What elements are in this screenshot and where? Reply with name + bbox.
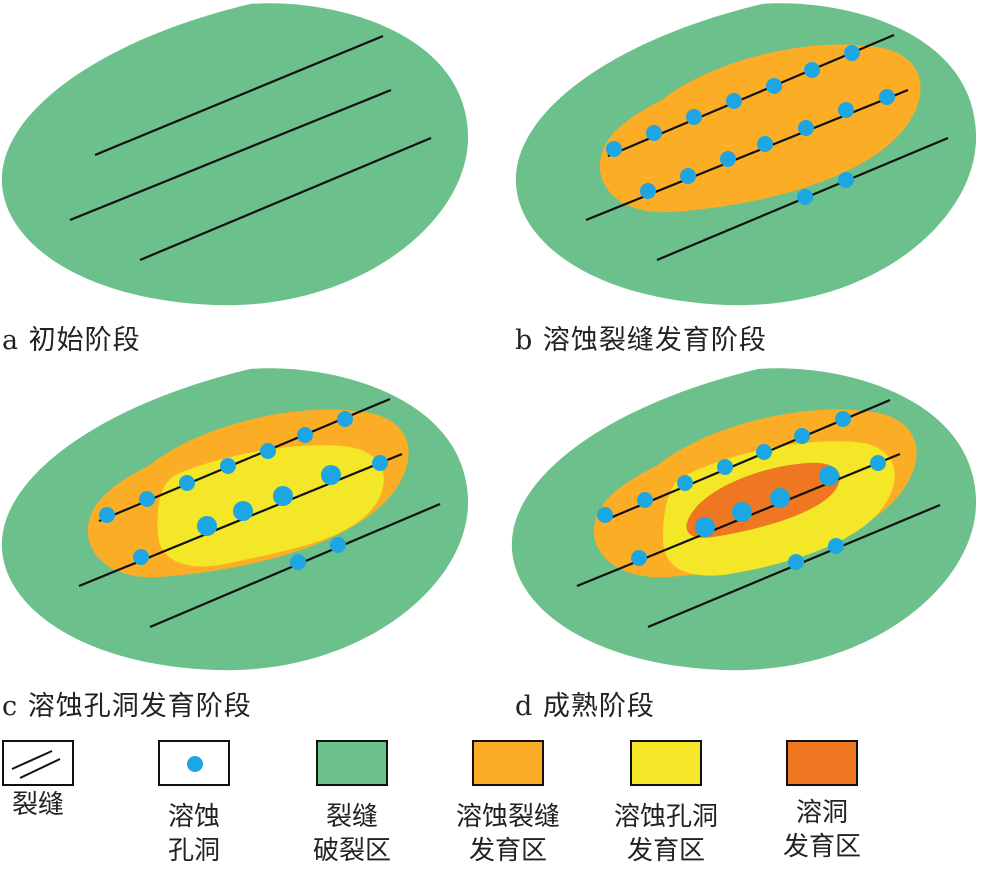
panel-c-dissolution-vug-stage <box>0 365 480 675</box>
dissolution-pore <box>797 189 813 205</box>
dissolution-pore <box>640 183 656 199</box>
dissolution-pore <box>828 538 844 554</box>
fracture-line <box>69 88 392 222</box>
dissolution-pore <box>260 443 276 459</box>
dissolution-pore <box>297 427 313 443</box>
legend-label-line2: 发育区 <box>626 836 706 866</box>
dissolution-pore <box>798 120 814 136</box>
dissolution-pore <box>686 109 702 125</box>
dissolution-pore <box>197 516 217 536</box>
dissolution-pore <box>646 125 662 141</box>
dissolution-pore <box>680 168 696 184</box>
dissolution-pore <box>804 62 820 78</box>
dissolution-pore <box>720 151 736 167</box>
panel-b-dissolution-fracture-stage <box>512 0 988 310</box>
panel-d-caption: d 成熟阶段 <box>515 691 655 722</box>
dissolution-pore <box>717 459 733 475</box>
dissolution-pore <box>838 172 854 188</box>
dissolution-pore <box>597 507 613 523</box>
dissolution-pore <box>770 488 790 508</box>
dissolution-pore <box>220 458 236 474</box>
dissolution-pore <box>99 507 115 523</box>
dissolution-pore <box>637 492 653 508</box>
fracture-line <box>94 34 384 157</box>
legend-label-line1: 溶蚀 <box>167 802 221 832</box>
dissolution-pore <box>726 93 742 109</box>
dissolution-pore <box>819 466 839 486</box>
dissolution-pore <box>835 411 851 427</box>
legend-item-fracture: 裂缝 <box>2 740 74 870</box>
legend-label-line2: 孔洞 <box>167 836 221 866</box>
dissolution-pore <box>330 537 346 553</box>
legend-item-cave-zone: 溶洞 发育区 <box>782 740 862 870</box>
dissolution-pore <box>732 502 752 522</box>
dissolution-fracture-zone-orange <box>599 44 921 213</box>
legend-item-fracture-zone: 裂缝 破裂区 <box>312 740 392 870</box>
legend-label-line2: 发育区 <box>468 836 548 866</box>
dissolution-pore <box>756 444 772 460</box>
dissolution-pore <box>766 78 782 94</box>
dissolution-pore <box>677 475 693 491</box>
panel-c-caption: c 溶蚀孔洞发育阶段 <box>2 691 252 722</box>
dissolution-pore <box>372 455 388 471</box>
dissolution-pore-dot-icon <box>158 740 230 786</box>
dissolution-pore <box>879 89 895 105</box>
legend-label-line1: 溶蚀孔洞 <box>613 802 719 832</box>
yellow-swatch <box>630 740 702 786</box>
dissolution-pore <box>695 517 715 537</box>
panel-b-caption: b 溶蚀裂缝发育阶段 <box>515 325 767 356</box>
dissolution-pore <box>290 554 306 570</box>
dissolution-pore <box>133 549 149 565</box>
panel-a-initial-stage <box>0 0 480 310</box>
dissolution-pore <box>838 102 854 118</box>
legend-item-dissolution-fracture-zone: 溶蚀裂缝 发育区 <box>456 740 560 870</box>
legend-label-line2: 发育区 <box>782 832 862 862</box>
panel-d-mature-stage <box>508 365 988 675</box>
dissolution-pore <box>788 554 804 570</box>
dissolution-pore <box>139 491 155 507</box>
dissolution-pore <box>273 486 293 506</box>
dissolution-pore <box>870 455 886 471</box>
legend-item-dissolution-vug-zone: 溶蚀孔洞 发育区 <box>614 740 718 870</box>
fracture-line <box>585 88 909 222</box>
legend-label-line1: 溶蚀裂缝 <box>455 802 561 832</box>
dissolution-pore <box>631 550 647 566</box>
dissolution-pore <box>179 475 195 491</box>
dissolution-pore <box>844 45 860 61</box>
legend-label-line1: 溶洞 <box>795 798 849 828</box>
legend-item-dissolution-pore: 溶蚀 孔洞 <box>158 740 230 870</box>
legend-label-line1: 裂缝 <box>325 802 379 832</box>
dissolution-pore <box>337 411 353 427</box>
dissolution-pore <box>794 428 810 444</box>
dark-orange-swatch <box>786 740 858 786</box>
fracture-lines-icon <box>2 740 74 786</box>
dissolution-pore <box>757 136 773 152</box>
panel-a-caption: a 初始阶段 <box>2 325 141 356</box>
dissolution-pore <box>606 141 622 157</box>
cave-zone-dark-orange <box>686 462 840 538</box>
green-swatch <box>316 740 388 786</box>
dissolution-pore <box>321 465 341 485</box>
legend-label-line1: 裂缝 <box>11 790 65 820</box>
legend-label-line2: 破裂区 <box>312 836 392 866</box>
dissolution-pore <box>233 501 253 521</box>
fracture-line <box>139 136 432 262</box>
orange-swatch <box>472 740 544 786</box>
